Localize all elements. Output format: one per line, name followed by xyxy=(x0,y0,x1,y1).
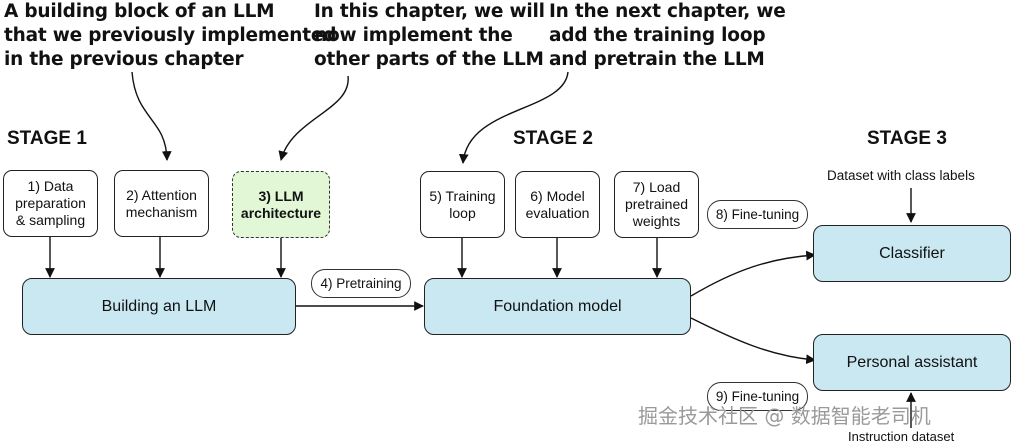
annotation-arrow-next xyxy=(458,71,569,164)
stage-2-heading: STAGE 2 xyxy=(513,128,593,149)
instruction-dataset-label: Instruction dataset xyxy=(848,429,955,444)
annotation-previous-chapter: A building block of an LLM that we previ… xyxy=(4,1,337,70)
annotation-next-chapter: In the next chapter, we add the training… xyxy=(549,1,786,70)
arrow-fine-tuning-classifier xyxy=(690,250,816,297)
step-llm-architecture[interactable]: 3) LLM architecture xyxy=(232,171,330,238)
step-data-preparation[interactable]: 1) Data preparation & sampling xyxy=(3,170,98,237)
class-labels-dataset-label: Dataset with class labels xyxy=(827,168,975,183)
stage-1-heading: STAGE 1 xyxy=(7,128,87,149)
classifier-box[interactable]: Classifier xyxy=(813,225,1011,282)
personal-assistant-box[interactable]: Personal assistant xyxy=(813,334,1011,391)
annotation-arrow-this xyxy=(278,75,349,161)
annotation-arrow-prev xyxy=(131,71,172,161)
stage-3-heading: STAGE 3 xyxy=(867,128,947,149)
step-attention-mechanism[interactable]: 2) Attention mechanism xyxy=(114,170,209,237)
step-model-evaluation[interactable]: 6) Model evaluation xyxy=(515,171,600,238)
foundation-model-box[interactable]: Foundation model xyxy=(424,278,691,335)
fine-tuning-9-label: 9) Fine-tuning xyxy=(707,382,808,411)
watermark: 掘金技术社区 @ 数据智能老司机 xyxy=(638,404,931,428)
pretraining-label: 4) Pretraining xyxy=(311,269,411,298)
arrow-fine-tuning-assistant xyxy=(690,317,816,365)
step-load-pretrained-weights[interactable]: 7) Load pretrained weights xyxy=(614,171,699,238)
fine-tuning-8-label: 8) Fine-tuning xyxy=(707,200,808,229)
annotation-this-chapter: In this chapter, we will now implement t… xyxy=(314,1,545,70)
step-training-loop[interactable]: 5) Training loop xyxy=(420,171,505,238)
building-llm-box[interactable]: Building an LLM xyxy=(22,278,296,335)
